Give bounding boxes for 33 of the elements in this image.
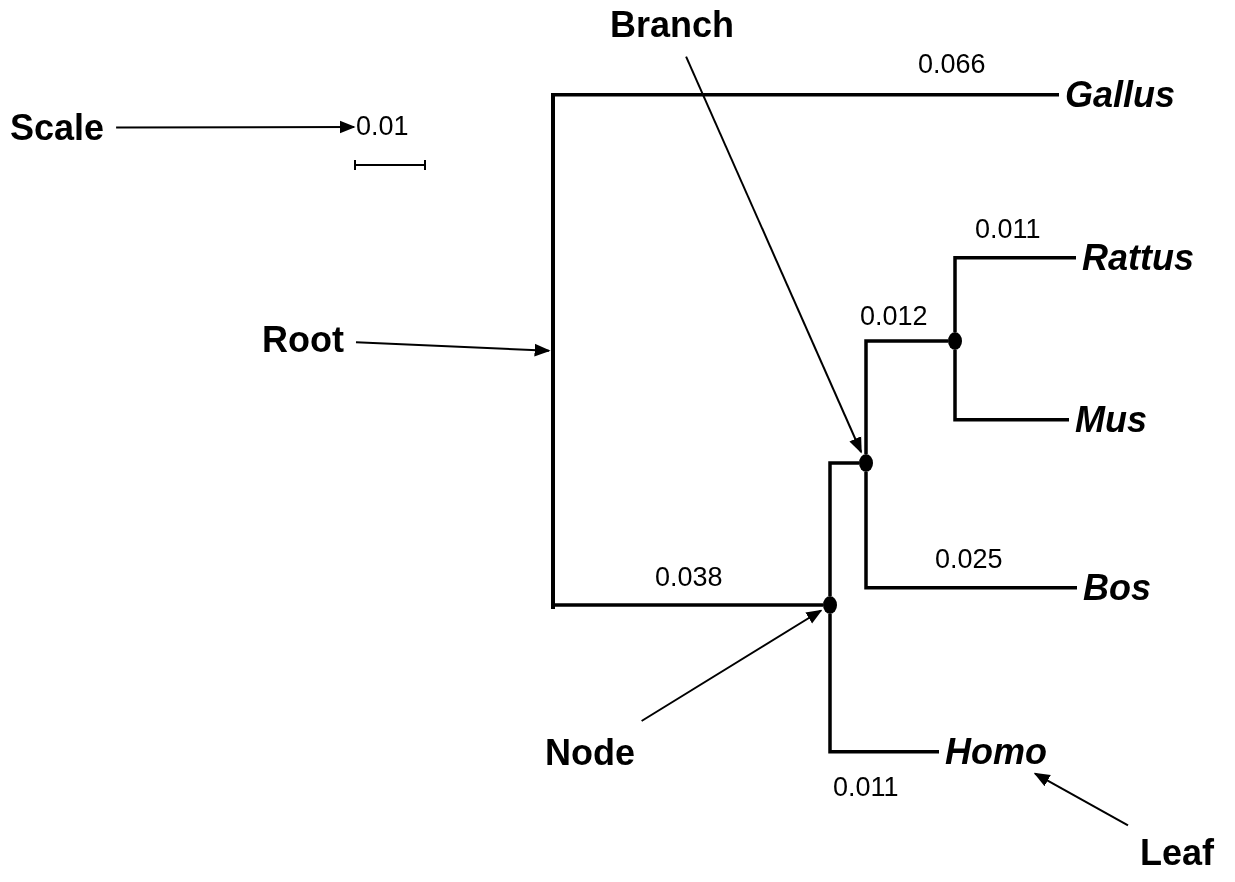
annotation-label: Node	[545, 733, 635, 773]
tree-branch	[864, 472, 1077, 590]
annotation-label: Root	[262, 320, 344, 360]
branch-length: 0.038	[655, 563, 723, 593]
annotation-label: Leaf	[1140, 833, 1215, 873]
branch-length: 0.012	[860, 302, 928, 332]
tree-branch	[828, 614, 939, 754]
leaf-label: Homo	[945, 732, 1047, 772]
tree-branch	[555, 603, 823, 607]
leader-line	[1033, 772, 1129, 827]
node-dot	[859, 454, 873, 472]
leaf-label: Mus	[1075, 400, 1147, 440]
branch-length: 0.025	[935, 545, 1003, 575]
tree-branch	[864, 339, 948, 454]
tree-branch	[555, 93, 1059, 97]
scale-value: 0.01	[356, 112, 409, 142]
branch-length: 0.066	[918, 50, 986, 80]
tree-branch	[953, 350, 1069, 422]
node-dot	[948, 332, 962, 350]
leader-line	[685, 55, 863, 454]
node-dot	[823, 596, 837, 614]
leader-line	[355, 341, 551, 357]
branch-length: 0.011	[975, 215, 1041, 245]
leaf-label: Rattus	[1082, 238, 1194, 278]
tree-branch	[828, 461, 859, 596]
tree-branch	[953, 256, 1076, 332]
leader-line	[640, 609, 823, 722]
leaf-label: Bos	[1083, 568, 1151, 608]
annotation-label: Branch	[610, 5, 735, 45]
leaf-label: Gallus	[1065, 75, 1176, 115]
annotation-label: Scale	[10, 108, 105, 148]
branch-length: 0.011	[833, 773, 899, 803]
leader-line	[115, 120, 356, 134]
